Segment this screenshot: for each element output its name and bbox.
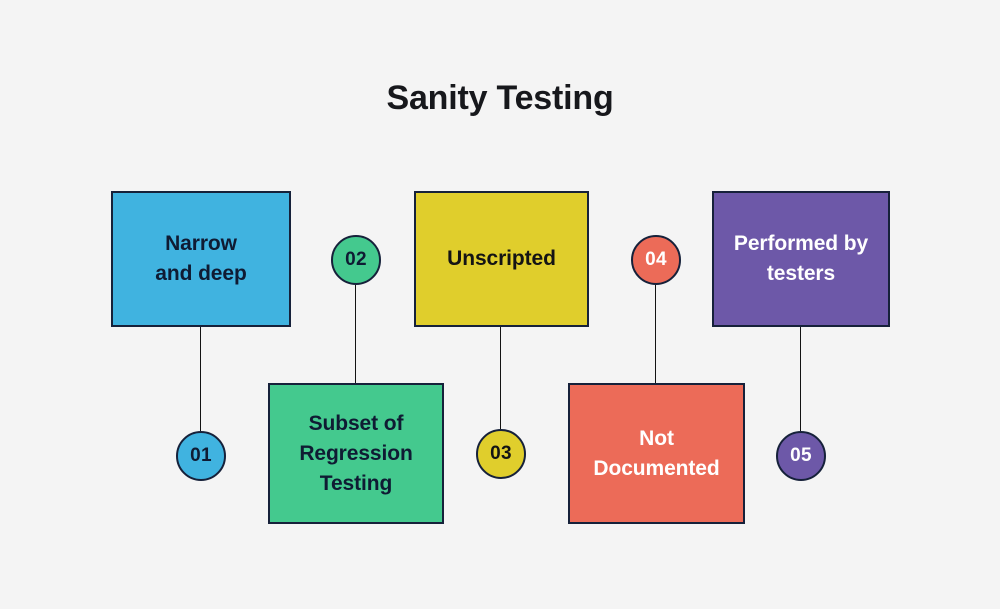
node-badge-05[interactable]: 05 [776,431,826,481]
node-badge-number-02: 02 [345,249,367,270]
page-title: Sanity Testing [386,79,614,117]
connector-line-03 [500,327,502,429]
node-badge-number-04: 04 [645,249,667,270]
node-badge-03[interactable]: 03 [476,429,526,479]
node-box-03[interactable]: Unscripted [414,191,589,327]
connector-line-01 [200,327,202,431]
node-badge-02[interactable]: 02 [331,235,381,285]
connector-line-04 [655,285,657,383]
node-badge-number-01: 01 [190,445,212,466]
connector-line-02 [355,285,357,383]
node-badge-04[interactable]: 04 [631,235,681,285]
node-badge-number-03: 03 [490,443,512,464]
node-badge-number-05: 05 [790,445,812,466]
connector-line-05 [800,327,802,431]
node-badge-01[interactable]: 01 [176,431,226,481]
node-label-03: Unscripted [447,247,556,270]
